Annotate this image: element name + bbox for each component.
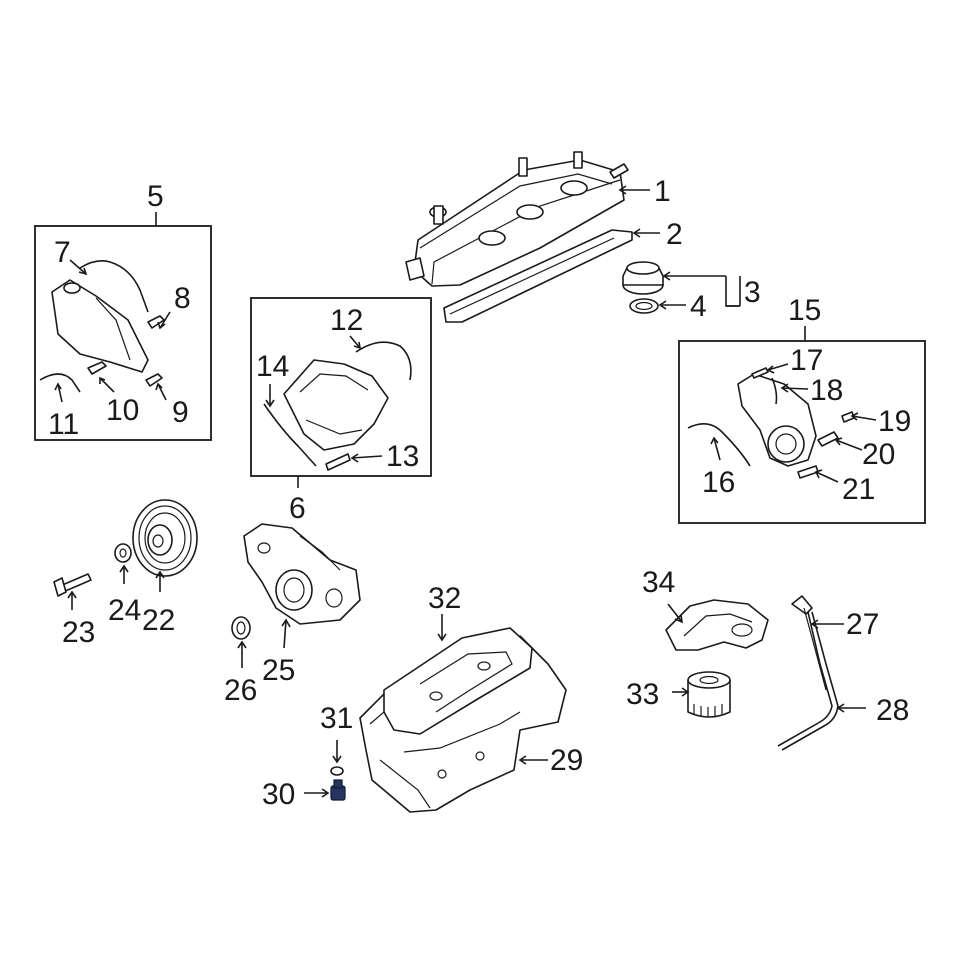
- seal-10: [87, 361, 107, 375]
- callout-10: 10: [106, 394, 139, 427]
- seal-16: [687, 423, 751, 467]
- seal-14: [263, 403, 317, 467]
- timing-cover-rear-15: [737, 373, 817, 467]
- callout-32: 32: [428, 582, 461, 615]
- seal-9: [145, 373, 163, 387]
- callout-15: 15: [788, 294, 821, 327]
- dipstick: [791, 595, 827, 691]
- oil-filter-housing: [665, 599, 769, 651]
- callout-1: 1: [654, 175, 671, 208]
- callout-16: 16: [702, 466, 735, 499]
- callout-23: 23: [62, 616, 95, 649]
- callout-21: 21: [842, 473, 875, 506]
- callout-34: 34: [642, 566, 675, 599]
- oil-filter: [687, 671, 731, 718]
- group-box-6: [250, 297, 432, 477]
- seal-18: [771, 377, 778, 405]
- callout-26: 26: [224, 674, 257, 707]
- callout-20: 20: [862, 438, 895, 471]
- callout-13: 13: [386, 440, 419, 473]
- dipstick-tube: [777, 611, 839, 751]
- leader-lines: [54, 185, 877, 798]
- seal-17: [751, 367, 769, 379]
- cap-seal: [629, 298, 659, 314]
- oil-filler-cap: [622, 261, 664, 295]
- pulley-washer: [114, 543, 132, 563]
- oil-pump: [243, 523, 361, 625]
- callout-28: 28: [876, 694, 909, 727]
- drain-plug: [330, 779, 346, 801]
- seal-11: [39, 373, 81, 393]
- callout-30: 30: [262, 778, 295, 811]
- callout-25: 25: [262, 654, 295, 687]
- callout-6: 6: [289, 492, 306, 525]
- callout-12: 12: [330, 304, 363, 337]
- callout-4: 4: [690, 290, 707, 323]
- valve-cover: [405, 151, 629, 287]
- callout-7: 7: [54, 236, 71, 269]
- group-box-5: [34, 225, 212, 441]
- callout-27: 27: [846, 608, 879, 641]
- callout-11: 11: [48, 408, 79, 441]
- seal-7: [79, 260, 149, 313]
- callout-17: 17: [790, 344, 823, 377]
- seal-8: [147, 315, 165, 329]
- callout-31: 31: [320, 702, 353, 735]
- callout-14: 14: [256, 350, 289, 383]
- callout-33: 33: [626, 678, 659, 711]
- group-box-15: [678, 340, 926, 524]
- pump-seal: [231, 616, 251, 640]
- callout-9: 9: [172, 396, 189, 429]
- callout-18: 18: [810, 374, 843, 407]
- callout-3: 3: [744, 276, 761, 309]
- seal-12: [355, 341, 412, 381]
- valve-cover-gasket: [443, 229, 633, 323]
- crank-pulley: [132, 499, 198, 577]
- callout-19: 19: [878, 405, 911, 438]
- callout-29: 29: [550, 744, 583, 777]
- callout-24: 24: [108, 594, 141, 627]
- callout-8: 8: [174, 282, 191, 315]
- timing-cover-lower-6: [283, 359, 389, 451]
- callout-2: 2: [666, 218, 683, 251]
- oil-pan-baffle: [383, 627, 533, 735]
- callout-5: 5: [147, 180, 164, 213]
- pulley-bolt: [53, 573, 92, 597]
- callout-22: 22: [142, 604, 175, 637]
- drain-gasket: [330, 766, 344, 776]
- callout-labels: 1 2 3 4 5 6 7 8 9 10 11 12 13 14 15 16 1…: [48, 175, 911, 811]
- seal-20: [817, 431, 839, 447]
- seal-13: [325, 453, 351, 471]
- timing-cover-upper-5: [51, 279, 149, 373]
- seal-21: [797, 465, 819, 479]
